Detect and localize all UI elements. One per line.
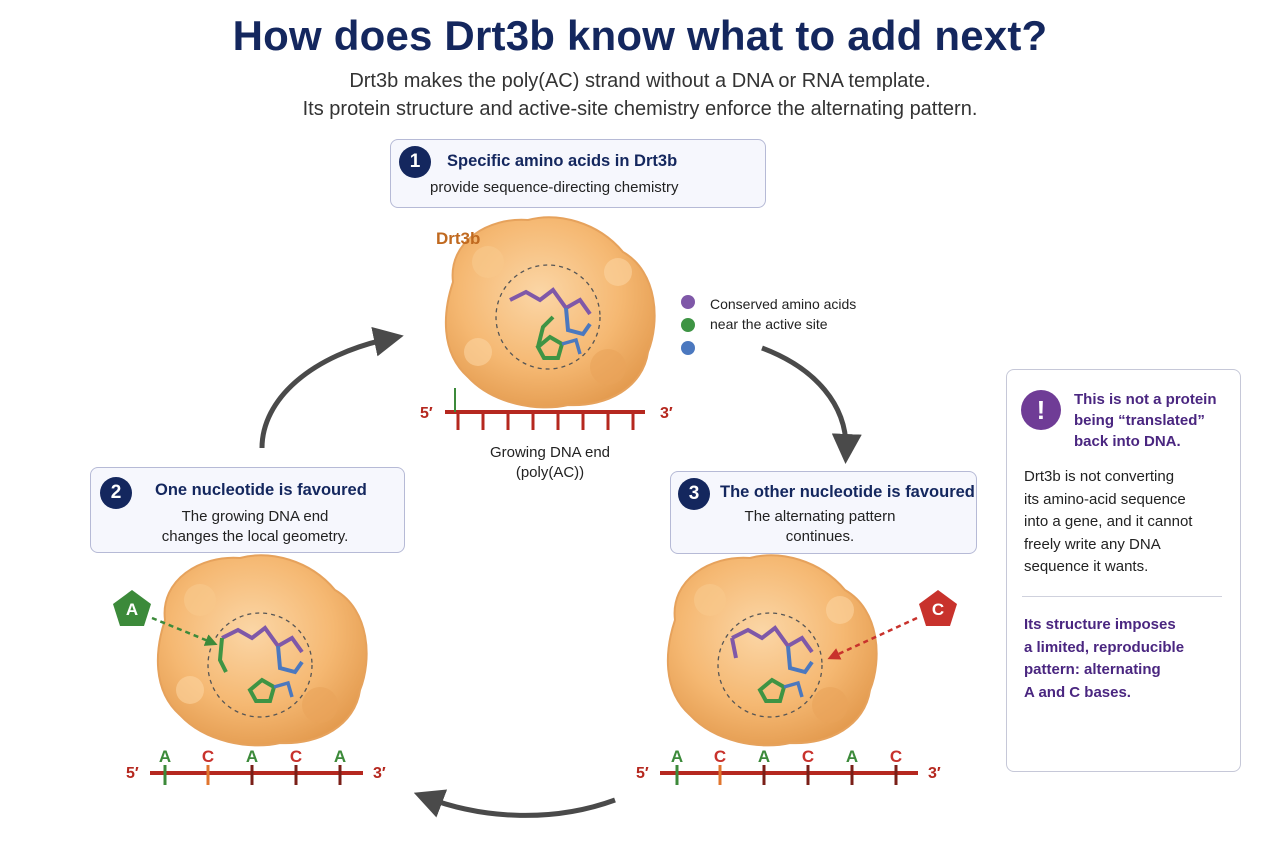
nucleotide-a-pentagon: A	[113, 590, 151, 626]
cycle-arrow-2-to-1	[259, 326, 404, 449]
subtitle-line-2: Its protein structure and active-site ch…	[302, 98, 978, 120]
page-title: How does Drt3b know what to add next?	[232, 12, 1048, 59]
dna-top-5prime: 5′	[420, 405, 433, 422]
dna-top-3prime: 3′	[660, 405, 673, 422]
side-body-line-5: sequence it wants.	[1024, 558, 1149, 575]
left-base-4: C	[290, 747, 302, 766]
step-2-number: 2	[100, 477, 132, 509]
side-body-line-3: into a gene, and it cannot	[1024, 513, 1193, 530]
dna-left-bases: A C A C A	[159, 747, 346, 766]
side-pattern-line-4: A and C bases.	[1024, 683, 1131, 701]
step-2-box	[90, 467, 405, 553]
nucleotide-c-arrow	[827, 616, 918, 660]
step-1-heading: Specific amino acids in Drt3b	[447, 152, 678, 170]
side-pattern-line-1: Its structure imposes	[1024, 616, 1176, 633]
step-3-heading: The other nucleotide is favoured	[720, 483, 975, 501]
right-base-4: C	[802, 747, 814, 766]
dna-caption-line-1: Growing DNA end	[489, 444, 611, 461]
dna-left-3prime: 3′	[373, 765, 386, 782]
right-base-1: A	[671, 747, 683, 766]
side-body-line-1: Drt3b is not converting	[1024, 468, 1175, 485]
subtitle-line-1: Drt3b makes the poly(AC) strand without …	[349, 70, 931, 92]
dna-caption-line-2: (poly(AC))	[515, 464, 585, 481]
dna-left-5prime: 5′	[126, 765, 139, 782]
side-title-line-3: back into DNA.	[1074, 433, 1181, 450]
step-3-box	[670, 471, 977, 554]
dna-strand-left	[150, 765, 363, 785]
nucleotide-c-pentagon: C	[919, 590, 957, 626]
protein-drt3b-top	[444, 216, 656, 409]
exclamation-icon: !	[1021, 390, 1061, 430]
step-3-sub-line-2: continues.	[785, 528, 855, 545]
right-base-2: C	[714, 747, 726, 766]
dna-right-3prime: 3′	[928, 765, 941, 782]
nucleotide-a-arrow	[151, 616, 218, 646]
side-body-line-2: its amino-acid sequence	[1024, 490, 1186, 508]
protein-drt3b-left	[156, 554, 368, 747]
legend-dot-green	[681, 318, 695, 332]
side-card-pattern-text: Its structure imposes a limited, reprodu…	[1024, 614, 1229, 704]
side-title-line-2: being “translated”	[1074, 412, 1205, 429]
cycle-arrow-3-to-2	[413, 789, 616, 818]
step-1-box	[390, 139, 766, 208]
left-base-1: A	[159, 747, 171, 766]
protein-drt3b-right	[666, 554, 878, 747]
legend-line-1: Conserved amino acids	[710, 296, 857, 312]
side-card-divider	[1022, 596, 1222, 597]
side-pattern-line-3: pattern: alternating	[1024, 661, 1161, 678]
legend-dot-purple	[681, 295, 695, 309]
svg-text:A: A	[126, 600, 138, 619]
step-2-sub-line-1: The growing DNA end	[181, 508, 329, 525]
side-info-card	[1006, 369, 1241, 772]
svg-text:C: C	[932, 600, 944, 619]
right-base-6: C	[890, 747, 902, 766]
right-base-5: A	[846, 747, 858, 766]
left-base-5: A	[334, 747, 346, 766]
dna-strand-right	[660, 765, 918, 785]
side-pattern-line-2: a limited, reproducible	[1024, 638, 1185, 656]
step-1-sub: provide sequence-directing chemistry	[430, 179, 679, 196]
step-2-sub-line-2: changes the local geometry.	[161, 528, 349, 545]
side-body-line-4: freely write any DNA	[1024, 535, 1161, 553]
side-card-title: This is not a protein being “translated”…	[1074, 389, 1236, 452]
step-3-sub-line-1: The alternating pattern	[744, 508, 896, 525]
step-1-number: 1	[399, 146, 431, 178]
dna-right-bases: A C A C A C	[671, 747, 902, 766]
dna-strand-top	[445, 388, 645, 430]
side-title-line-1: This is not a protein	[1074, 391, 1217, 408]
right-base-3: A	[758, 747, 770, 766]
legend-line-2: near the active site	[710, 316, 828, 332]
step-2-heading: One nucleotide is favoured	[155, 481, 367, 499]
dna-right-5prime: 5′	[636, 765, 649, 782]
cycle-arrow-1-to-3	[761, 345, 862, 464]
protein-label: Drt3b	[436, 229, 481, 248]
legend-dot-blue	[681, 341, 695, 355]
step-3-number: 3	[678, 478, 710, 510]
side-card-body: Drt3b is not converting its amino-acid s…	[1024, 466, 1229, 579]
left-base-3: A	[246, 747, 258, 766]
left-base-2: C	[202, 747, 214, 766]
